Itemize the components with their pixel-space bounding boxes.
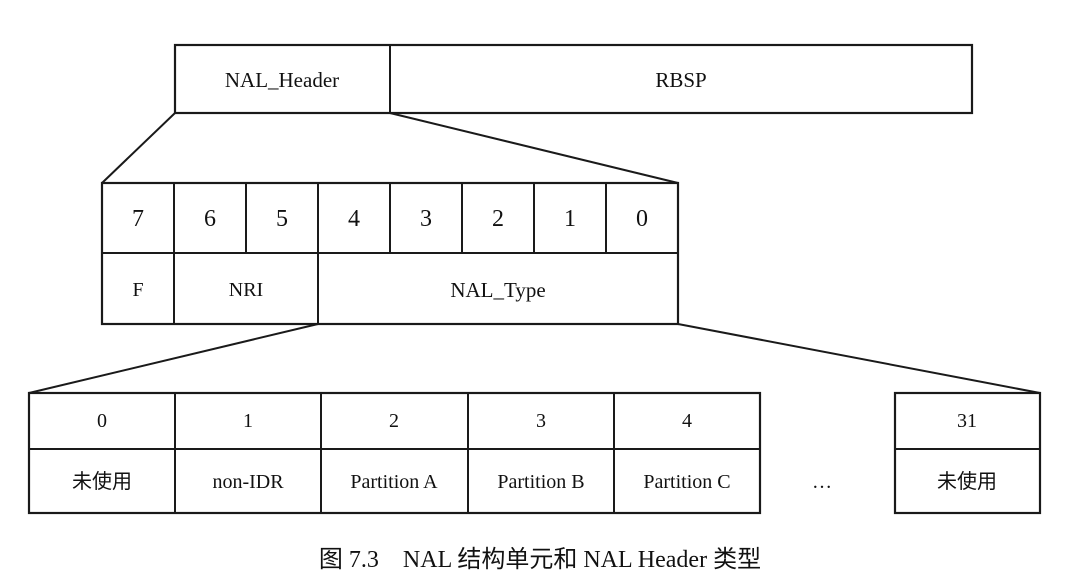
figure-caption: 图 7.3 NAL 结构单元和 NAL Header 类型	[319, 546, 761, 573]
nal-type-box	[27, 391, 762, 515]
type-label: 未使用	[72, 470, 132, 493]
expand-line-right	[677, 323, 1041, 394]
type-number: 1	[243, 410, 253, 432]
expand-line-left	[101, 112, 176, 184]
nal-unit-box	[173, 43, 974, 115]
field-f: F	[132, 279, 143, 301]
type-number: 0	[97, 410, 107, 432]
type-number: 31	[957, 410, 977, 432]
bit-label: 6	[204, 206, 216, 232]
field-nri: NRI	[229, 279, 263, 301]
type-number: 4	[682, 410, 692, 432]
type-label: Partition A	[350, 471, 438, 493]
bit-label: 3	[420, 206, 432, 232]
type-number: 3	[536, 410, 546, 432]
bit-label: 4	[348, 206, 360, 232]
rbsp-label: RBSP	[655, 68, 706, 92]
bit-label: 5	[276, 206, 288, 232]
nal-unit-row: NAL_Header RBSP	[173, 43, 974, 115]
type-label: 未使用	[937, 470, 997, 493]
type-label: non-IDR	[212, 471, 284, 493]
type-number: 2	[389, 410, 399, 432]
header-bits: 7 6 5 4 3 2 1 0 F NRI NAL_Type	[100, 181, 680, 326]
type-label: Partition B	[497, 471, 584, 493]
bit-label: 0	[636, 206, 648, 232]
bit-label: 2	[492, 206, 504, 232]
nal-type-table: 0 1 2 3 4 未使用 non-IDR Partition A Partit…	[27, 391, 1042, 515]
last-type-box	[893, 391, 1042, 515]
type-label: Partition C	[643, 471, 730, 493]
bit-label: 1	[564, 206, 576, 232]
bit-label: 7	[132, 206, 144, 232]
nal-header-label: NAL_Header	[225, 68, 339, 92]
field-nal-type: NAL_Type	[450, 278, 545, 302]
expand-line-left	[28, 323, 319, 394]
expand-line-right	[389, 112, 679, 184]
ellipsis: …	[812, 471, 832, 493]
